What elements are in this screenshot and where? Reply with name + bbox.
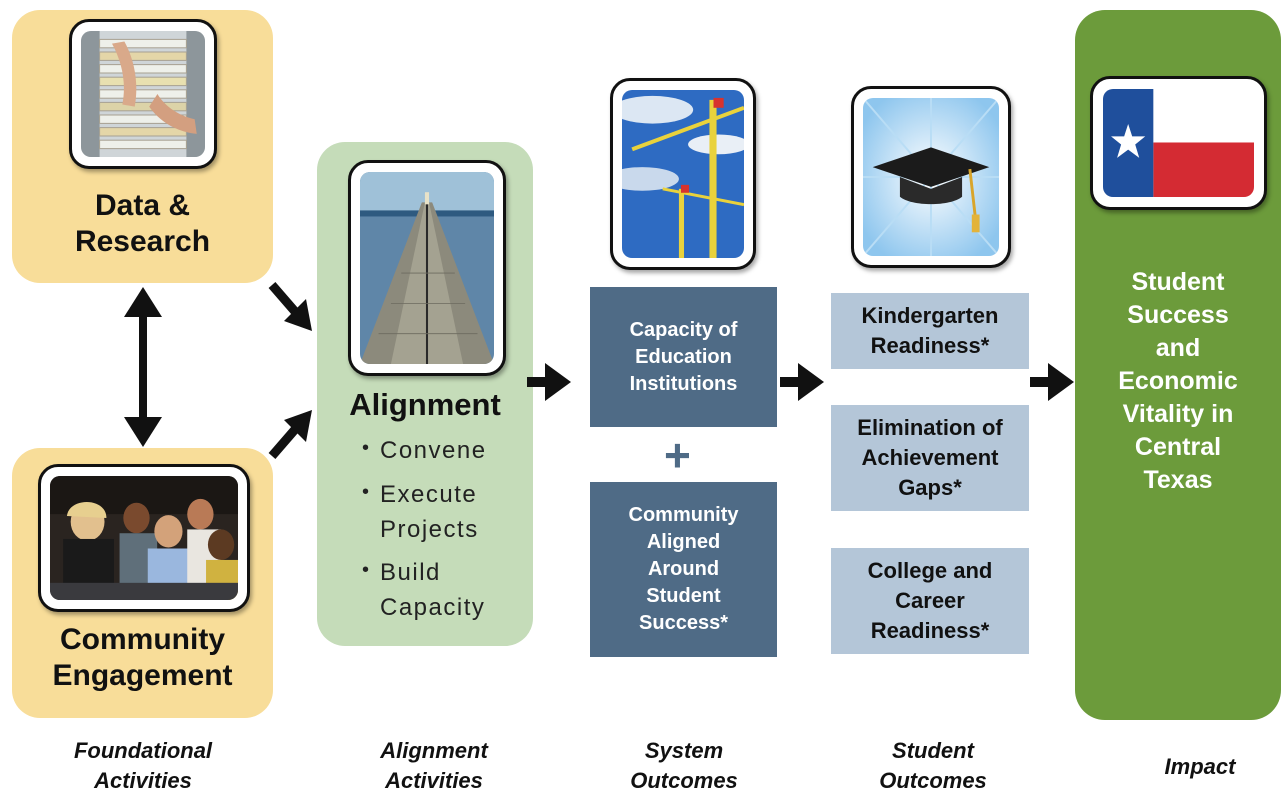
pier-photo: [360, 172, 494, 364]
community-aligned-box: Community Aligned Around Student Success…: [590, 482, 777, 657]
data-research-photo-frame: [69, 19, 217, 169]
community-photo-frame: [38, 464, 250, 612]
elimination-gaps-box: Elimination of Achievement Gaps*: [831, 405, 1029, 511]
arrow-right-icon: [1030, 363, 1074, 401]
texas-flag: [1103, 89, 1254, 197]
stage-label-system: System Outcomes: [630, 738, 738, 794]
stage-label-impact: Impact: [1164, 754, 1236, 779]
plus-icon: +: [664, 429, 691, 481]
alignment-title: Alignment: [349, 387, 501, 422]
data-research-title: Data & Research: [74, 189, 211, 258]
stage-label-student: Student Outcomes: [879, 738, 987, 794]
stage-label-alignment: Alignment Activities: [380, 738, 488, 794]
construction-cranes-photo: [622, 90, 744, 258]
bullet-build-capacity: Build Capacity: [362, 556, 522, 626]
file-folders-photo: [81, 31, 205, 157]
arrow-right-icon: [527, 363, 571, 401]
student-photo-frame: [851, 86, 1011, 268]
community-engagement-title: Community Engagement: [52, 623, 233, 692]
graduation-cap-photo: [863, 98, 999, 256]
college-career-box: College and Career Readiness*: [831, 548, 1029, 654]
people-meeting-photo: [50, 476, 238, 600]
impact-text: Student Success and Economic Vitality in…: [1118, 268, 1238, 494]
system-photo-frame: [610, 78, 756, 270]
double-arrow-icon: [124, 287, 162, 447]
bullet-execute-projects: Execute Projects: [362, 478, 522, 548]
impact-photo-frame: [1090, 76, 1267, 210]
arrow-right-down-icon: [268, 282, 312, 331]
arrow-right-up-icon: [268, 410, 312, 459]
alignment-bullet-list: Convene Execute Projects Build Capacity: [362, 434, 522, 635]
alignment-photo-frame: [348, 160, 506, 376]
capacity-education-box: Capacity of Education Institutions: [590, 287, 777, 427]
arrow-right-icon: [780, 363, 824, 401]
bullet-convene: Convene: [362, 434, 522, 469]
kindergarten-readiness-box: Kindergarten Readiness*: [831, 293, 1029, 369]
stage-label-foundational: Foundational Activities: [73, 738, 213, 794]
